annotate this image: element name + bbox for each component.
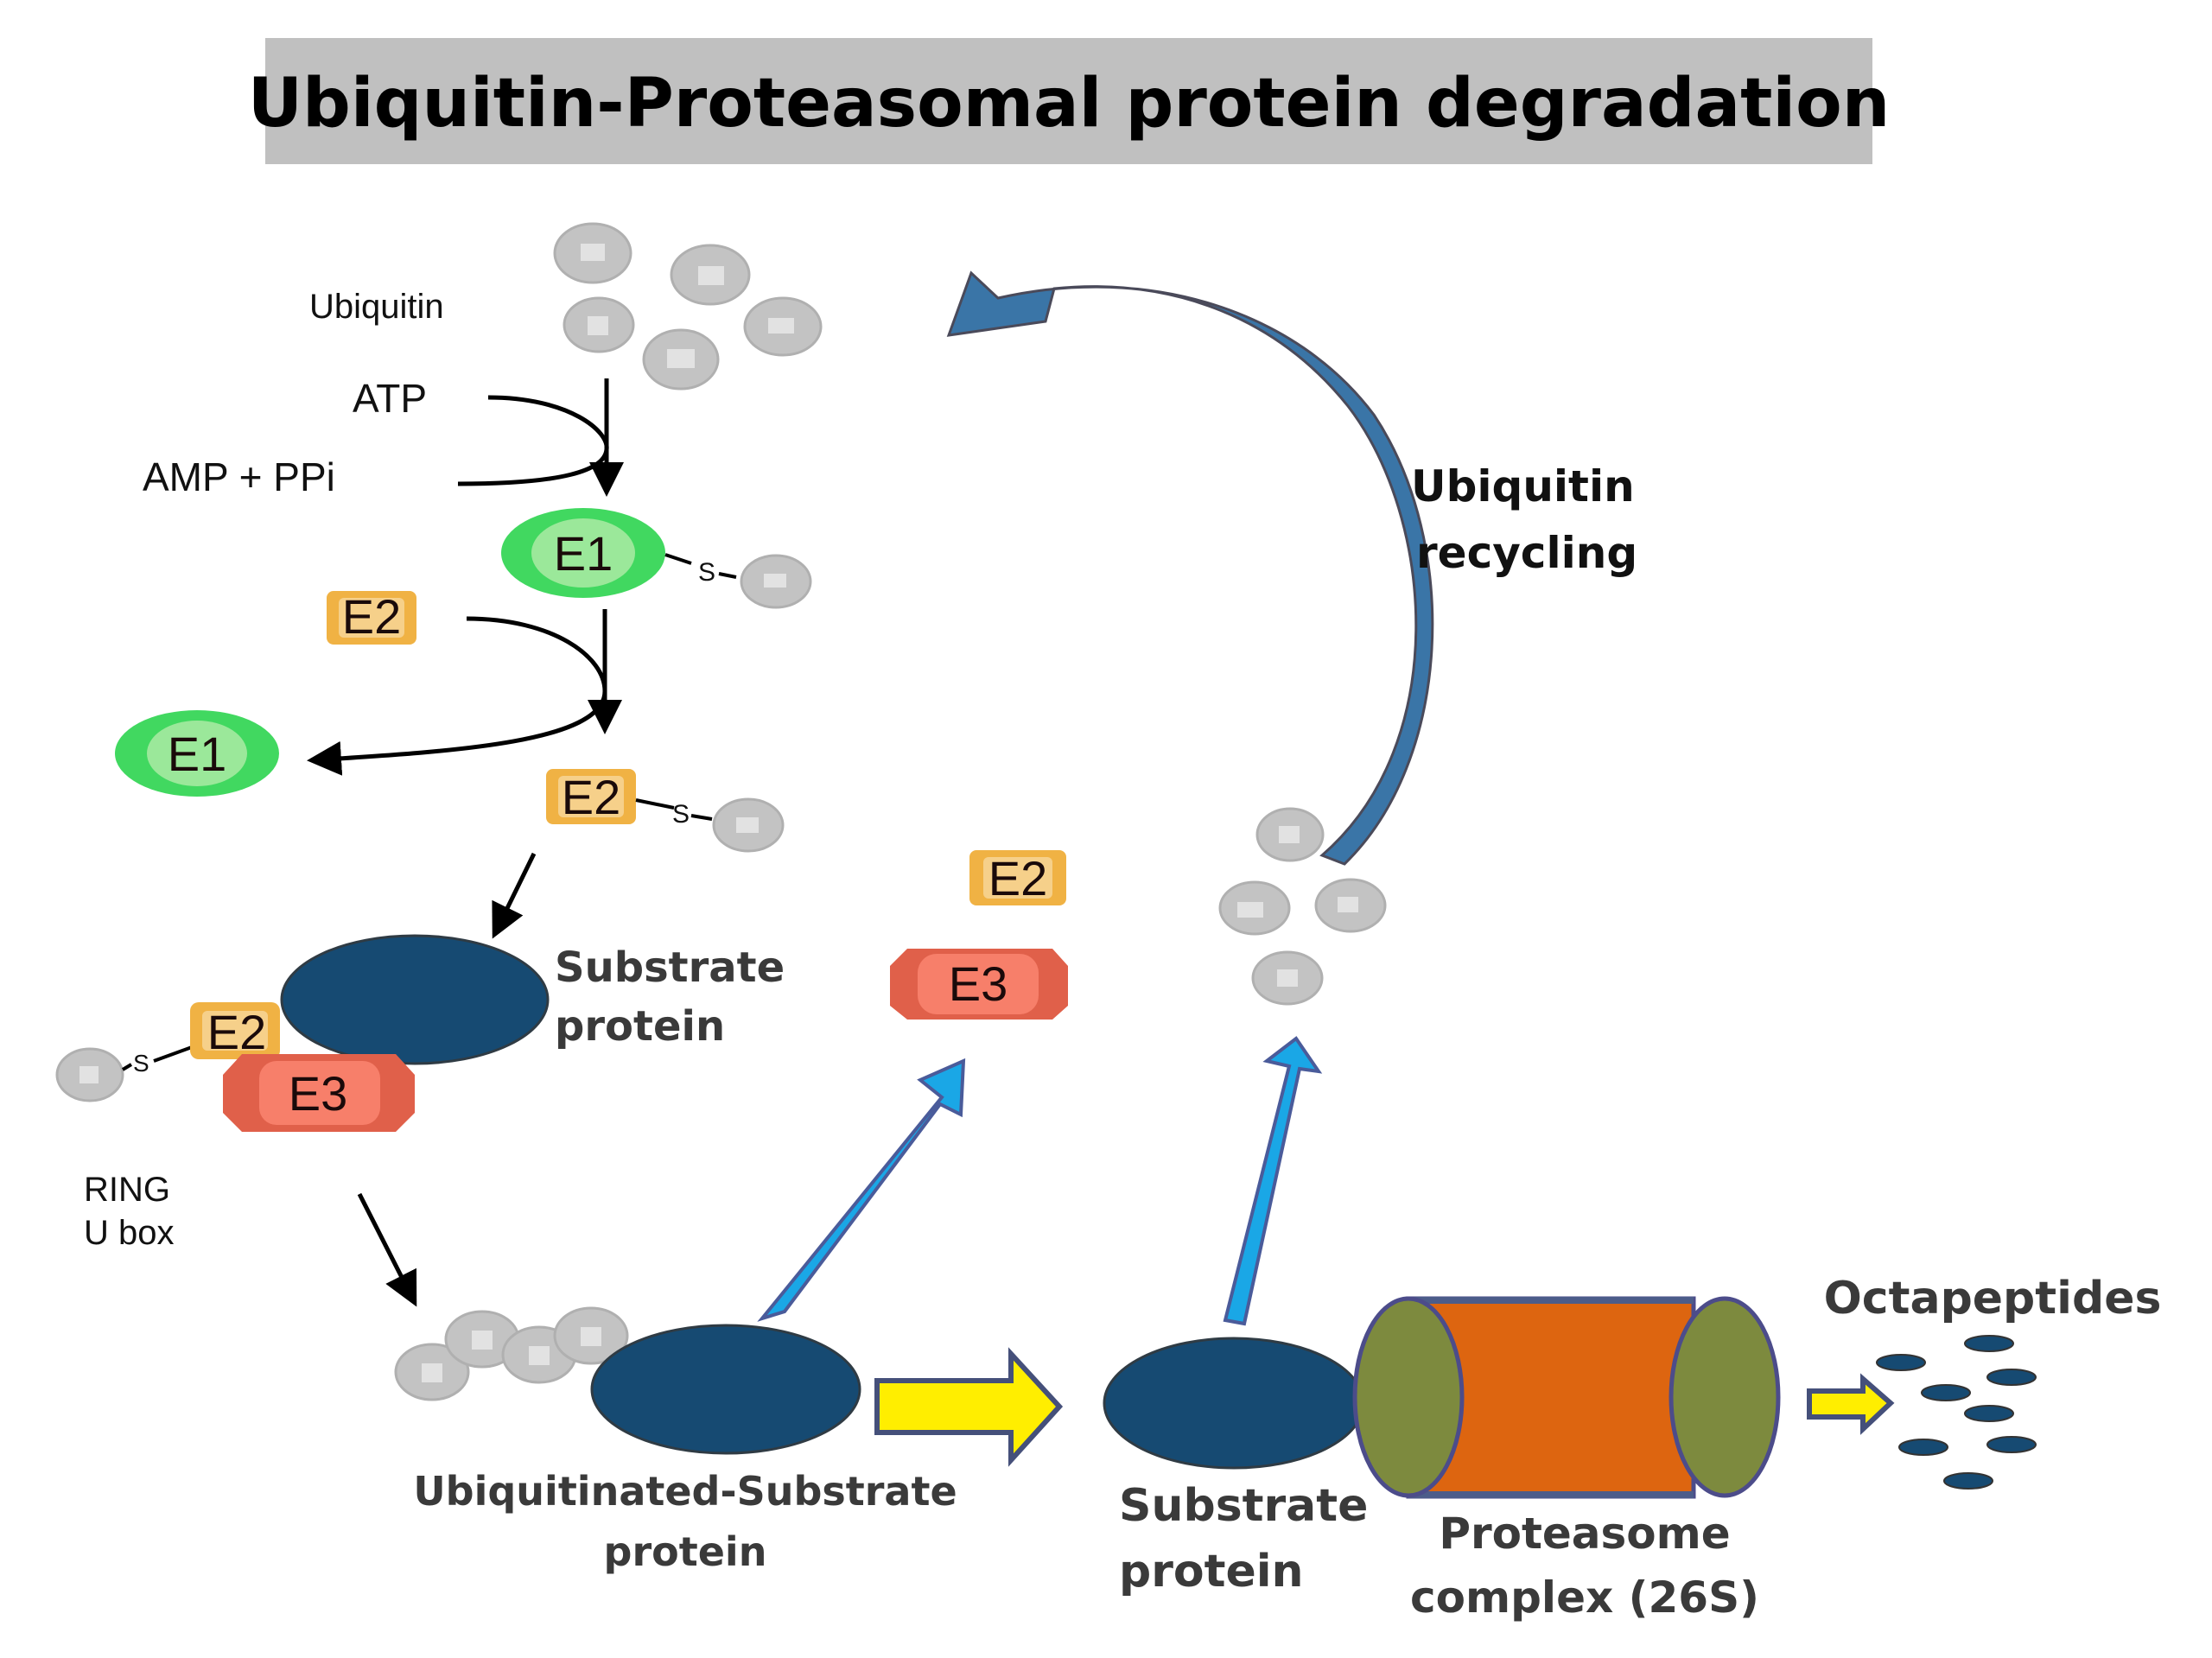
e1-release-arrow [307, 616, 607, 776]
substrate-proteasome-label-line2: protein [1119, 1546, 1304, 1598]
peptide-fragment [1898, 1439, 1948, 1456]
thioester-label: S [698, 558, 715, 587]
thioester-label: S [133, 1050, 149, 1077]
ubiquitin-pool [553, 222, 823, 391]
thioester-label: S [672, 800, 690, 829]
atp-consumption-curve [457, 395, 609, 486]
e1-enzyme-released: E1 [115, 710, 279, 797]
octapeptide-fragments [1876, 1335, 2037, 1490]
amp-ppi-label: AMP + PPi [143, 454, 335, 499]
ubiquitin-molecule [670, 244, 751, 306]
e3-substrate-complex: S E2 E3 [55, 934, 550, 1132]
ring-label: RING [84, 1171, 170, 1209]
e3-binding-arrow [492, 852, 537, 939]
page-title: Ubiquitin-Proteasomal protein degradatio… [248, 65, 1891, 143]
peptide-fragment [1921, 1384, 1971, 1401]
substrate-protein [280, 934, 550, 1065]
e2-label: E2 [562, 770, 621, 824]
e2-e3-release-arrow [757, 1058, 966, 1322]
peptide-fragment [1986, 1369, 2037, 1386]
substrate-protein [590, 1324, 861, 1455]
e3-enzyme-released: E3 [890, 949, 1068, 1020]
proteasome-label-line1: Proteasome [1439, 1509, 1730, 1559]
peptide-output-arrow [1807, 1373, 1895, 1435]
ubiquitination-arrow [357, 1192, 417, 1307]
e3-label: E3 [949, 956, 1008, 1011]
e2-label: E2 [988, 851, 1048, 905]
ubiquitinated-label-line1: Ubiquitinated-Substrate [413, 1468, 957, 1515]
atp-label: ATP [353, 376, 427, 421]
e2-enzyme-released: E2 [969, 850, 1066, 905]
peptide-fragment [1964, 1405, 2014, 1422]
e1-label: E1 [168, 727, 227, 781]
transfer-to-proteasome-arrow [874, 1347, 1064, 1467]
recycling-label-line2: recycling [1416, 528, 1637, 578]
e2-label: E2 [207, 1005, 267, 1059]
e1-ubiquitin-complex: E1 S [501, 508, 812, 609]
ubiquitinated-label-line2: protein [604, 1528, 767, 1575]
e2-ubiquitin-complex: E2 S [546, 769, 785, 853]
ubiquitin-molecule [1218, 880, 1291, 936]
substrate-label-line2: protein [555, 1002, 725, 1051]
ubiquitin-molecule [1314, 878, 1387, 933]
u-box-label: U box [84, 1214, 175, 1252]
ubiquitin-label: Ubiquitin [309, 288, 444, 326]
ubiquitin-molecule [444, 1310, 520, 1369]
ubiquitin-molecule [553, 1306, 629, 1365]
substrate-proteasome-label-line1: Substrate [1119, 1480, 1368, 1532]
substrate-protein-at-proteasome [1103, 1337, 1365, 1470]
ubiquitin-molecule [740, 554, 812, 609]
proteasome-26s [1352, 1296, 1781, 1499]
e2-enzyme: E2 [190, 1002, 280, 1059]
proteasome-cap-right [1669, 1296, 1781, 1498]
octapeptides-label: Octapeptides [1824, 1273, 2162, 1324]
ubiquitin-molecule [743, 296, 823, 357]
released-ubiquitin [1218, 807, 1387, 1006]
substrate-label-line1: Substrate [555, 943, 785, 992]
peptide-fragment [1876, 1354, 1926, 1371]
recycling-label-line1: Ubiquitin [1411, 461, 1635, 511]
polyubiquitin-chain [394, 1306, 629, 1401]
e3-enzyme: E3 [223, 1054, 415, 1132]
ubiquitin-molecule [1255, 807, 1325, 862]
ubiquitin-recycling-arrow [946, 270, 1434, 866]
peptide-fragment [1964, 1335, 2014, 1352]
ubiquitin-release-arrow [1223, 1036, 1323, 1326]
title-banner: Ubiquitin-Proteasomal protein degradatio… [248, 38, 1891, 164]
peptide-fragment [1943, 1472, 1993, 1490]
ubiquitin-molecule [1251, 950, 1324, 1006]
ubiquitin-molecule [563, 296, 635, 353]
ubiquitinated-substrate [394, 1306, 861, 1455]
proteasome-cap-left [1352, 1296, 1465, 1498]
e1-label: E1 [554, 526, 613, 581]
e3-label: E3 [289, 1066, 348, 1121]
ubiquitin-molecule [394, 1343, 470, 1401]
ubiquitin-molecule [55, 1047, 124, 1102]
ubiquitin-molecule [712, 797, 785, 853]
ubiquitin-molecule [553, 222, 632, 284]
peptide-fragment [1986, 1436, 2037, 1453]
ubiquitin-molecule [642, 328, 720, 391]
e2-enzyme-free: E2 [327, 589, 416, 645]
e2-label: E2 [342, 589, 402, 644]
title-background [265, 38, 1872, 164]
proteasome-label-line2: complex (26S) [1410, 1572, 1759, 1623]
